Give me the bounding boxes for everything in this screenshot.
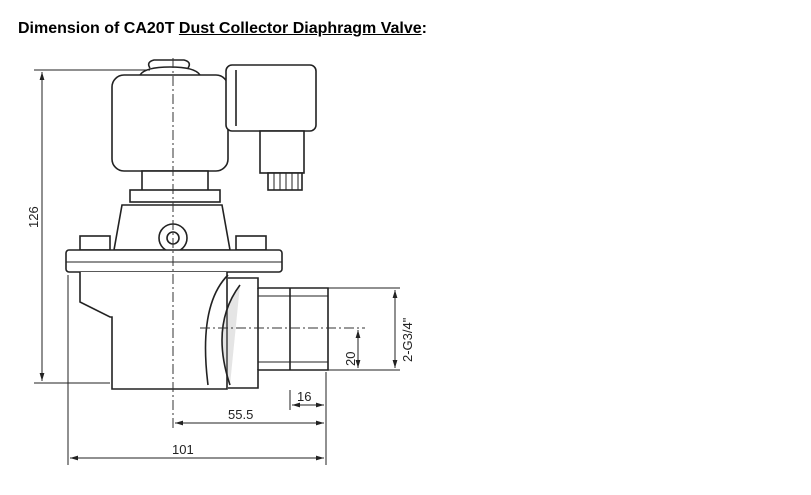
page-title: Dimension of CA20T Dust Collector Diaphr… xyxy=(18,20,427,38)
dim-height-label: 126 xyxy=(26,206,41,228)
flange-plate xyxy=(65,249,283,273)
cable-gland xyxy=(267,172,303,191)
dim-port-label: 2-G3/4" xyxy=(400,317,415,362)
connector-box xyxy=(225,64,317,132)
dim-width-label: 101 xyxy=(172,442,194,457)
dim-thread-label: 16 xyxy=(297,389,311,404)
product-link[interactable]: Dust Collector Diaphragm Valve xyxy=(178,20,422,37)
title-prefix: Dimension of CA20T xyxy=(18,20,179,37)
dim-offset-label: 55.5 xyxy=(228,407,253,422)
valve-body xyxy=(79,272,228,390)
outlet-pipe xyxy=(228,277,329,389)
dim-half-bore-label: 20 xyxy=(343,352,358,366)
connector-plug xyxy=(259,130,305,174)
solenoid-coil xyxy=(111,74,229,172)
title-suffix: : xyxy=(421,20,427,37)
